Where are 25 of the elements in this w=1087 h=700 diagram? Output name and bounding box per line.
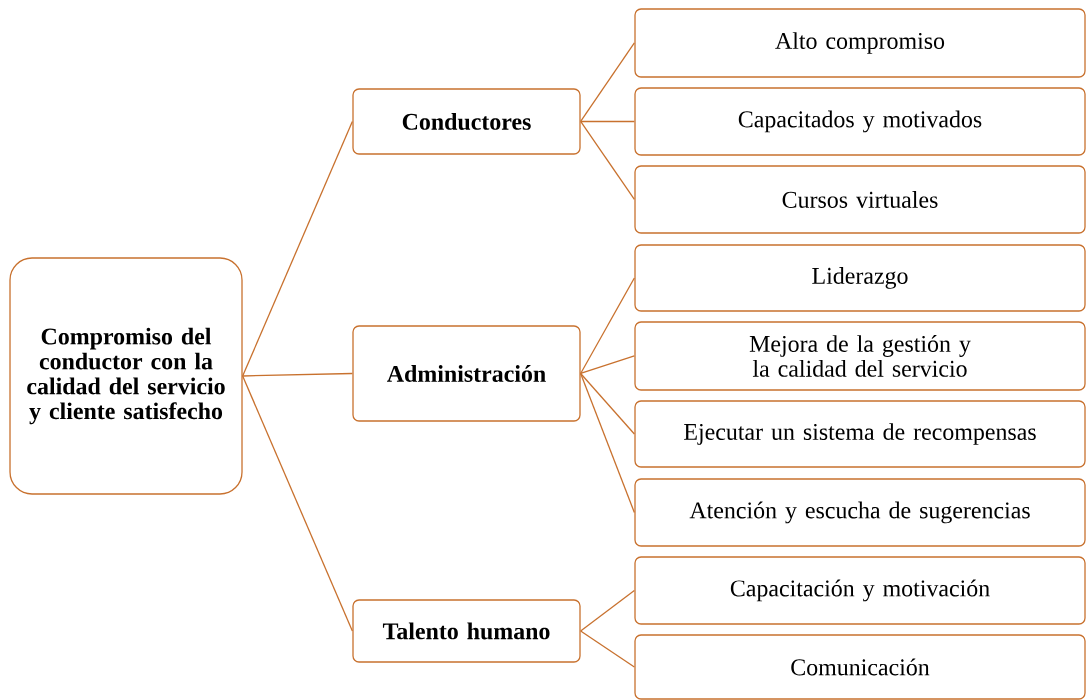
connector-line	[242, 372, 353, 377]
connector-line	[580, 630, 635, 668]
item-box: Ejecutar un sistema de recompensas	[634, 400, 1086, 468]
topic-box: Administración	[352, 325, 581, 422]
item-box: Comunicación	[634, 634, 1086, 700]
connector-line	[580, 120, 635, 201]
topic-box: Conductores	[352, 88, 581, 155]
connector-line	[580, 589, 635, 632]
connector-line	[242, 375, 353, 632]
connector-line	[580, 277, 635, 375]
item-box: Cursos virtuales	[634, 165, 1086, 234]
item-box: Capacitación y motivación	[634, 556, 1086, 625]
connector-line	[242, 120, 353, 377]
item-box: Liderazgo	[634, 244, 1086, 312]
item-box: Alto compromiso	[634, 8, 1086, 78]
connector-line	[580, 120, 635, 123]
connector-line	[580, 372, 635, 435]
item-box: Capacitados y motivados	[634, 87, 1086, 156]
topic-box: Talento humano	[352, 599, 581, 663]
item-box: Atención y escucha de sugerencias	[634, 478, 1086, 547]
topic-box: Compromiso del conductor con la calidad del servicio y cliente satisfecho	[9, 257, 243, 495]
connector-line	[580, 372, 635, 514]
connector-line	[580, 42, 635, 123]
connector-line	[580, 355, 635, 375]
item-box: Mejora de la gestión y la calidad del servicio	[634, 321, 1086, 391]
